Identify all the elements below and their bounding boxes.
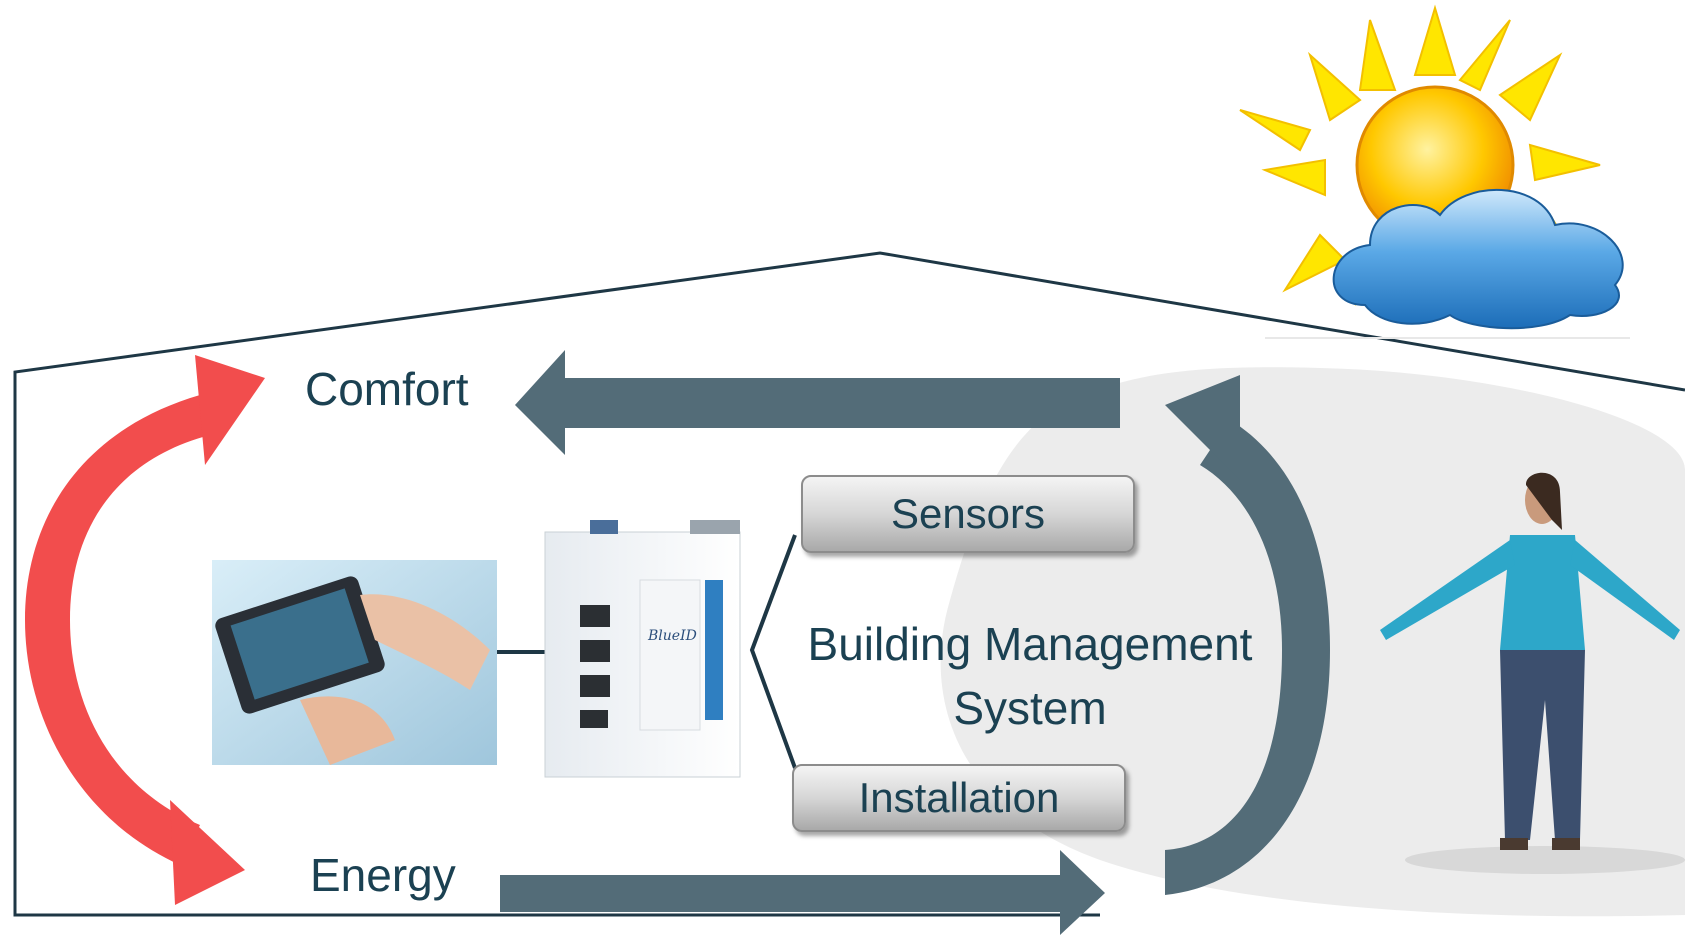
bms-label-line2: System xyxy=(953,682,1107,734)
tablet-photo xyxy=(212,560,497,765)
bms-label: Building Management System xyxy=(790,612,1270,740)
energy-label: Energy xyxy=(310,849,456,901)
installation-box: Installation xyxy=(792,764,1126,832)
person-figure xyxy=(1380,472,1685,874)
controller-device: BlueID xyxy=(544,520,741,778)
comfort-label: Comfort xyxy=(305,363,469,415)
controller-brand: BlueID xyxy=(647,628,697,644)
house-outline xyxy=(13,251,1685,917)
feedback-arrow xyxy=(1165,375,1330,895)
sun-cloud-icon xyxy=(1239,4,1630,339)
sensors-box: Sensors xyxy=(801,475,1135,553)
flow-arrow-to-comfort xyxy=(515,350,1120,455)
bms-label-line1: Building Management xyxy=(807,618,1253,670)
connector-lines xyxy=(495,534,797,769)
cycle-arrow xyxy=(25,355,265,905)
flow-arrow-from-energy xyxy=(500,850,1105,935)
